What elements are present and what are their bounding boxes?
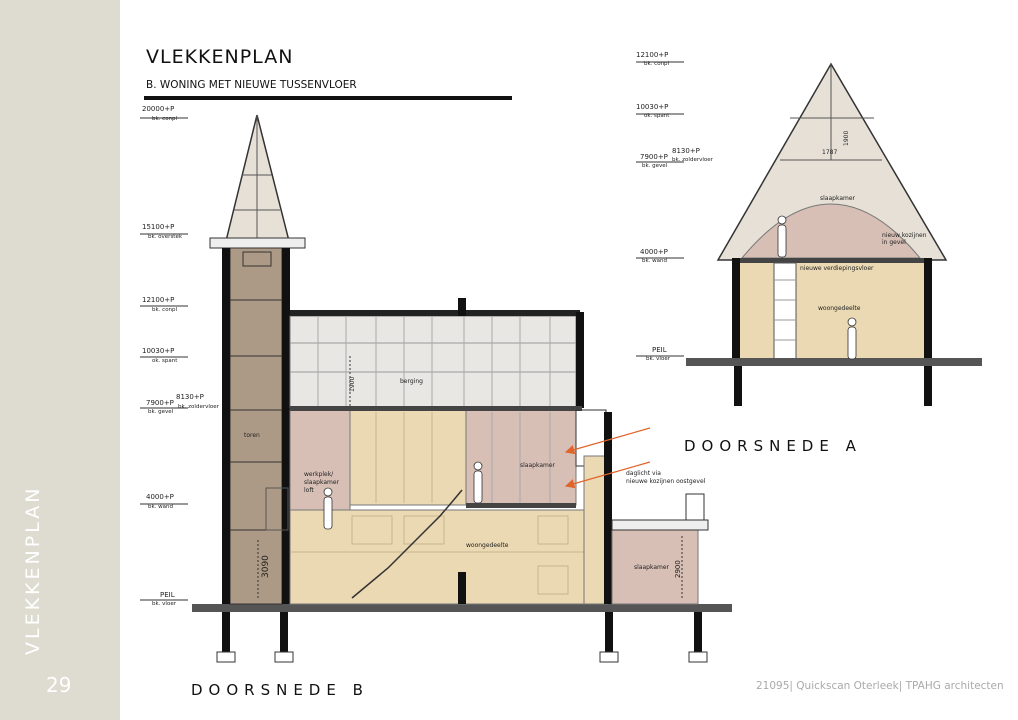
daylight-note-2: nieuwe kozijnen oostgevel bbox=[626, 478, 706, 485]
level-a-3-note: bk. zoldervloer bbox=[672, 157, 714, 163]
level-b-5-note: bk. zoldervloer bbox=[178, 404, 220, 410]
dim-a-1900: 1900 bbox=[843, 131, 850, 146]
level-b-8: PEIL bbox=[160, 591, 175, 599]
level-b-6: 7900+P bbox=[146, 399, 174, 407]
level-b-4: 10030+P bbox=[142, 347, 174, 355]
level-a-1: 12100+P bbox=[636, 51, 668, 59]
level-a-5-note: bk. wand bbox=[642, 258, 667, 264]
dim-b-2900: 2900 bbox=[674, 560, 682, 578]
room-a-slaapkamer: slaapkamer bbox=[820, 195, 856, 202]
room-slaapkamer: slaapkamer bbox=[520, 462, 556, 469]
level-a-4-note: bk. gevel bbox=[642, 163, 668, 169]
level-b-7-note: bk. wand bbox=[148, 504, 173, 510]
level-b-2-note: bk. overstek bbox=[148, 234, 183, 240]
level-b-4-note: ok. spant bbox=[152, 358, 178, 364]
dim-a-1787: 1787 bbox=[822, 149, 837, 156]
page-number: 29 bbox=[46, 673, 72, 697]
section-b-title: DOORSNEDE B bbox=[191, 681, 369, 699]
daylight-note-1: daglicht via bbox=[626, 470, 661, 477]
room-woongedeelte: woongedeelte bbox=[466, 542, 509, 549]
section-b-levels bbox=[140, 117, 188, 601]
level-b-3: 12100+P bbox=[142, 296, 174, 304]
section-a-levels bbox=[636, 61, 684, 357]
page-title: VLEKKENPLAN bbox=[146, 46, 294, 68]
stair bbox=[351, 489, 463, 599]
level-b-7: 4000+P bbox=[146, 493, 174, 501]
level-a-2-note: ok. spant bbox=[644, 113, 670, 119]
room-berging: berging bbox=[400, 378, 423, 385]
ground-line bbox=[192, 604, 732, 612]
level-b-3-note: bk. conpl bbox=[152, 307, 178, 313]
tower-body bbox=[229, 247, 283, 605]
room-a-kozijnen-2: in gevel bbox=[882, 239, 906, 246]
title-rule bbox=[144, 96, 512, 100]
annex bbox=[611, 529, 699, 605]
level-b-2: 15100+P bbox=[142, 223, 174, 231]
dim-b-3090: 3090 bbox=[261, 555, 271, 578]
room-werkplek-2: slaapkamer bbox=[304, 479, 340, 486]
level-b-1-note: bk. conpl bbox=[152, 116, 178, 122]
level-a-6-note: bk. vloer bbox=[646, 356, 671, 362]
dim-b-1900: 1900 bbox=[349, 377, 356, 392]
level-b-8-note: bk. vloer bbox=[152, 601, 177, 607]
room-toren: toren bbox=[244, 432, 260, 439]
page-subtitle: B. WONING MET NIEUWE TUSSENVLOER bbox=[146, 79, 357, 91]
room-a-verdieping: nieuwe verdiepingsvloer bbox=[800, 265, 874, 272]
section-a-drawing bbox=[636, 61, 982, 406]
section-a-floor bbox=[737, 261, 927, 361]
level-a-1-note: bk. conpl bbox=[644, 61, 670, 67]
level-b-5: 8130+P bbox=[176, 393, 204, 401]
room-werkplek-3: loft bbox=[304, 487, 314, 494]
level-a-2: 10030+P bbox=[636, 103, 668, 111]
level-a-4: 7900+P bbox=[640, 153, 668, 161]
level-b-6-note: bk. gevel bbox=[148, 409, 174, 415]
room-werkplek-1: werkplek/ bbox=[304, 471, 334, 478]
footer: 21095| Quickscan Oterleek| TPAHG archite… bbox=[756, 680, 1004, 692]
section-b-drawing bbox=[140, 114, 732, 663]
level-a-5: 4000+P bbox=[640, 248, 668, 256]
room-a-woongedeelte: woongedeelte bbox=[818, 305, 861, 312]
glass-roof bbox=[289, 315, 577, 409]
ground-floor bbox=[289, 509, 609, 605]
level-a-6: PEIL bbox=[652, 346, 667, 354]
level-a-3: 8130+P bbox=[672, 147, 700, 155]
room-a-kozijnen-1: nieuw kozijnen bbox=[882, 232, 927, 239]
level-b-1: 20000+P bbox=[142, 105, 174, 113]
section-a-title: DOORSNEDE A bbox=[684, 437, 862, 455]
room-annex-slaapkamer: slaapkamer bbox=[634, 564, 670, 571]
sidebar: VLEKKENPLAN 29 bbox=[0, 0, 120, 720]
